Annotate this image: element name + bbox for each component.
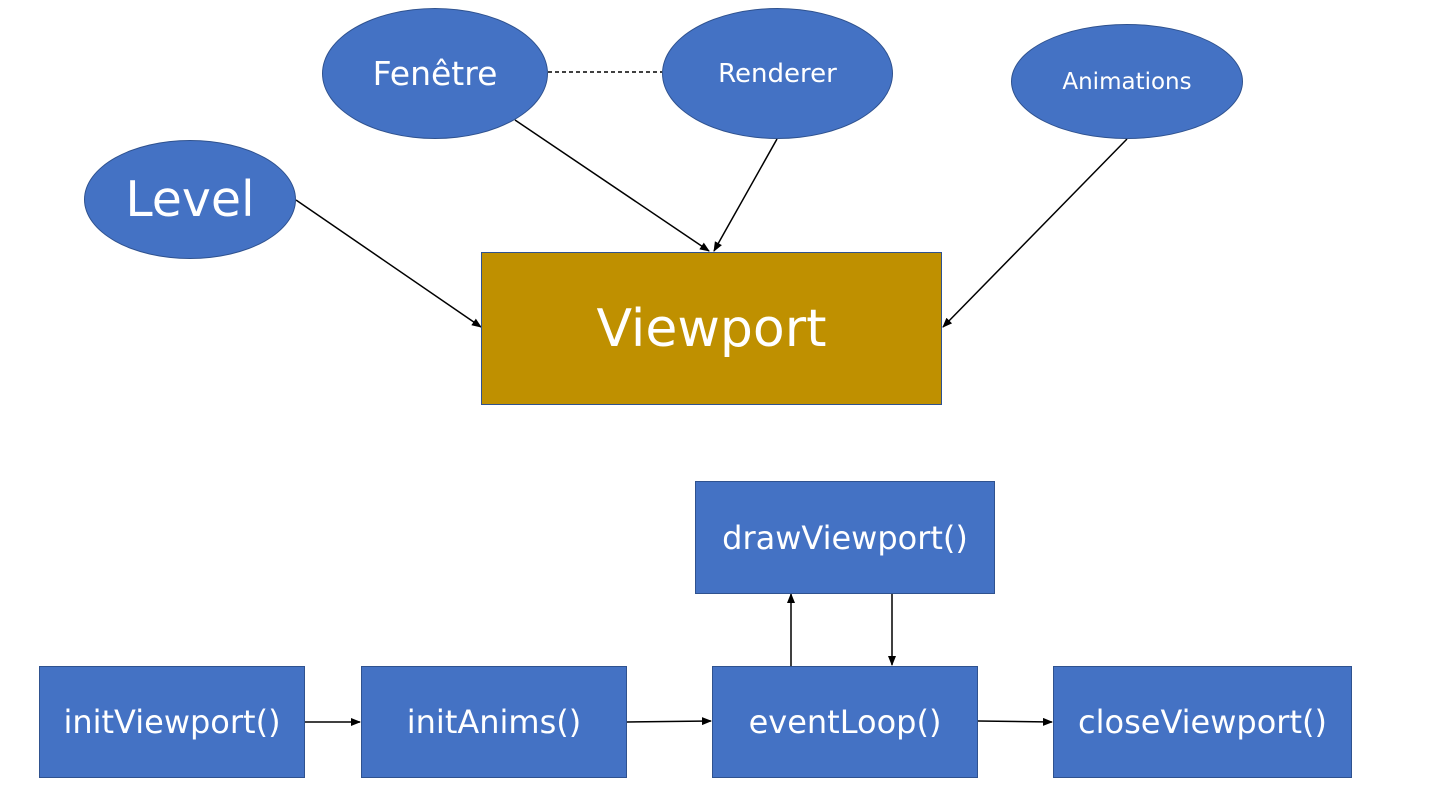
node-event-loop: eventLoop() — [712, 666, 978, 778]
node-init-viewport-label: initViewport() — [63, 703, 281, 741]
node-fenetre-label: Fenêtre — [372, 54, 498, 93]
node-viewport-label: Viewport — [596, 298, 827, 359]
node-renderer-label: Renderer — [718, 58, 837, 89]
node-viewport: Viewport — [481, 252, 942, 405]
node-init-anims-label: initAnims() — [406, 703, 582, 741]
node-close-viewport-label: closeViewport() — [1078, 703, 1327, 741]
edge-renderer-viewport — [713, 138, 778, 252]
node-draw-viewport: drawViewport() — [695, 481, 995, 594]
edge-initanims-eventloop — [626, 717, 712, 726]
node-draw-viewport-label: drawViewport() — [722, 518, 968, 557]
node-animations-label: Animations — [1062, 68, 1192, 95]
node-close-viewport: closeViewport() — [1053, 666, 1352, 778]
node-event-loop-label: eventLoop() — [748, 703, 942, 741]
node-fenetre: Fenêtre — [322, 8, 548, 139]
edge-fenetre-viewport — [514, 119, 710, 252]
edge-eventloop-closeviewport — [977, 717, 1053, 726]
node-level: Level — [84, 140, 296, 259]
node-renderer: Renderer — [662, 8, 893, 139]
node-animations: Animations — [1011, 24, 1243, 139]
edge-animations-viewport — [942, 138, 1128, 328]
node-level-label: Level — [125, 171, 255, 228]
node-init-viewport: initViewport() — [39, 666, 305, 778]
node-init-anims: initAnims() — [361, 666, 627, 778]
edge-level-viewport — [295, 199, 482, 328]
